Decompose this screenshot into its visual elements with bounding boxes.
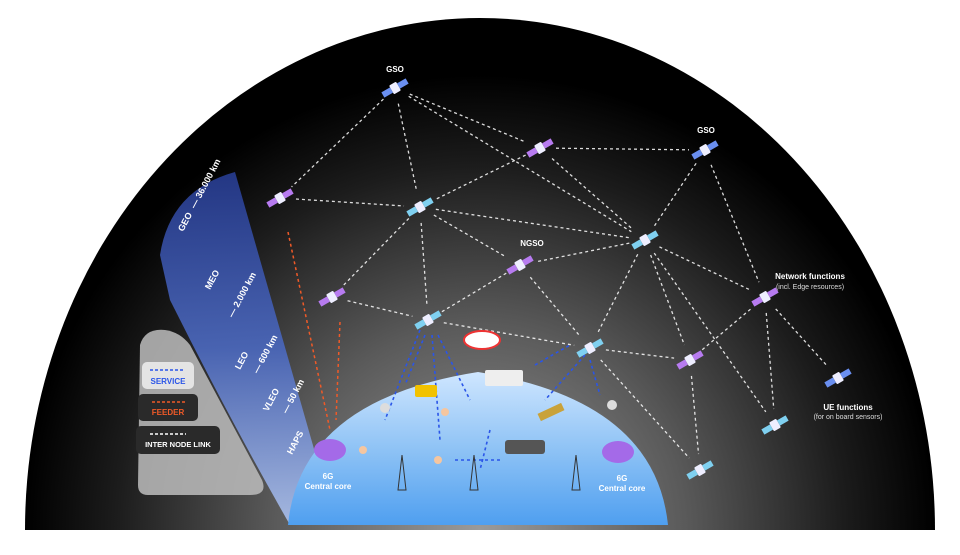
satellite-icon bbox=[526, 138, 554, 158]
haps-airship bbox=[463, 330, 501, 350]
inter-node-link bbox=[397, 103, 418, 192]
satellite-icon bbox=[631, 230, 659, 250]
satellite-icon bbox=[576, 338, 604, 358]
inter-node-link bbox=[295, 198, 405, 207]
service-link bbox=[384, 329, 421, 421]
satellite-icon bbox=[691, 140, 719, 160]
inter-node-link bbox=[441, 272, 507, 313]
person-icon bbox=[441, 408, 449, 416]
inter-node-link bbox=[765, 312, 775, 410]
inter-node-link bbox=[701, 306, 754, 351]
ground-assets bbox=[314, 330, 634, 491]
van-icon bbox=[415, 385, 437, 397]
person-icon bbox=[359, 446, 367, 454]
label-network-functions-sub: (incl. Edge resources) bbox=[776, 284, 844, 291]
inter-node-link bbox=[659, 246, 751, 291]
satellite-icon bbox=[266, 188, 294, 208]
inter-node-link bbox=[420, 222, 428, 305]
inter-node-link bbox=[433, 214, 507, 258]
service-link bbox=[404, 334, 426, 386]
satellite-icon bbox=[506, 255, 534, 275]
satellite-icon bbox=[686, 460, 714, 480]
ship-icon bbox=[505, 440, 545, 454]
inter-node-links bbox=[291, 93, 828, 459]
inter-node-link bbox=[775, 308, 828, 367]
satellite-icon bbox=[406, 197, 434, 217]
inter-node-link bbox=[435, 208, 630, 239]
feeder-link bbox=[287, 231, 331, 431]
label-core-left-2: Central core bbox=[305, 482, 352, 491]
inter-node-link bbox=[409, 93, 526, 143]
service-link bbox=[479, 429, 491, 471]
label-ue-functions-sub: (for on board sensors) bbox=[814, 414, 883, 421]
inter-node-link bbox=[408, 95, 632, 233]
feeder-link bbox=[335, 321, 341, 421]
truck-icon bbox=[485, 370, 523, 386]
label-core-left-1: 6G bbox=[323, 472, 334, 481]
inter-node-link bbox=[535, 242, 630, 263]
label-gso-right: GSO bbox=[697, 126, 715, 135]
label-gso-top: GSO bbox=[386, 65, 404, 74]
inter-node-link bbox=[342, 217, 410, 287]
inter-node-link bbox=[555, 147, 690, 151]
inter-node-link bbox=[434, 154, 526, 201]
legend-service bbox=[142, 362, 194, 389]
inter-node-link bbox=[529, 276, 581, 337]
satellite-icon bbox=[381, 78, 409, 98]
drone-icon bbox=[607, 400, 617, 410]
tower-icon bbox=[397, 454, 407, 491]
inter-node-link bbox=[653, 162, 697, 228]
inter-node-link bbox=[650, 254, 685, 346]
label-ue-functions: UE functions bbox=[823, 403, 873, 412]
satellite-icon bbox=[676, 350, 704, 370]
inter-node-link bbox=[443, 322, 575, 346]
inter-node-link bbox=[653, 252, 767, 413]
label-ngso: NGSO bbox=[520, 239, 544, 248]
satellite-dish-left bbox=[314, 439, 346, 461]
legend-inter-node-label: INTER NODE LINK bbox=[145, 440, 211, 449]
label-core-right-1: 6G bbox=[617, 474, 628, 483]
service-link bbox=[534, 344, 571, 366]
satellite-icon bbox=[751, 287, 779, 307]
tower-icon bbox=[571, 454, 581, 491]
label-core-right-2: Central core bbox=[599, 484, 646, 493]
altitude-band bbox=[160, 172, 330, 525]
legend-inter-node bbox=[136, 426, 220, 454]
legend-feeder bbox=[138, 394, 198, 421]
inter-node-link bbox=[347, 300, 413, 317]
feeder-links bbox=[287, 231, 341, 431]
satellite-icon bbox=[761, 415, 789, 435]
satellite-icon bbox=[318, 287, 346, 307]
service-link bbox=[544, 354, 586, 401]
legend: SERVICE FEEDER INTER NODE LINK bbox=[136, 362, 220, 454]
inter-node-link bbox=[600, 359, 690, 459]
satellite-icon bbox=[824, 368, 852, 388]
legend-service-label: SERVICE bbox=[151, 377, 187, 386]
inter-node-link bbox=[596, 253, 639, 335]
legend-feeder-label: FEEDER bbox=[152, 408, 185, 417]
label-network-functions: Network functions bbox=[775, 272, 845, 281]
inter-node-link bbox=[690, 375, 700, 455]
service-link bbox=[437, 334, 471, 401]
train-icon bbox=[537, 402, 565, 422]
service-links bbox=[384, 329, 601, 471]
tower-icon bbox=[469, 454, 479, 491]
service-link bbox=[589, 359, 601, 396]
satellites bbox=[266, 78, 852, 480]
drone-icon bbox=[380, 403, 390, 413]
person-icon bbox=[434, 456, 442, 464]
satellite-icon bbox=[414, 310, 442, 330]
satellite-dish-right bbox=[602, 441, 634, 463]
